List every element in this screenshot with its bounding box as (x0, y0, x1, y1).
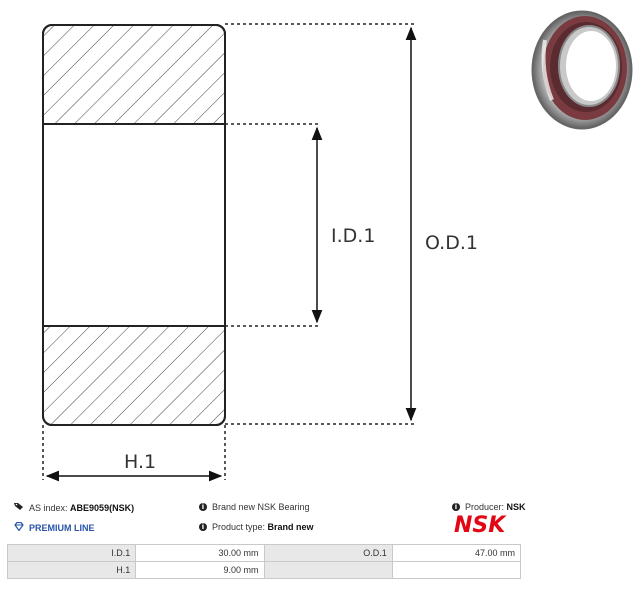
spec-key: H.1 (6, 561, 137, 579)
id-dimension-label: I.D.1 (331, 225, 375, 247)
nsk-brand-logo: NSK (454, 513, 506, 538)
tag-icon (14, 502, 24, 513)
product-type-info: i Product type: Brand new (199, 522, 314, 532)
spec-key (263, 561, 393, 579)
premium-line-label: PREMIUM LINE (29, 522, 95, 533)
lower-ring-hatch (44, 326, 224, 424)
info-icon: i (199, 503, 207, 511)
spec-value: 9.00 mm (135, 561, 265, 579)
spec-key: O.D.1 (263, 544, 393, 562)
info-icon: i (452, 503, 460, 511)
producer-info: i Producer: NSK (452, 502, 526, 512)
info-icon: i (199, 523, 207, 531)
spec-value (391, 561, 522, 579)
od-dimension-label: O.D.1 (425, 232, 478, 254)
specs-table: I.D.1 30.00 mm O.D.1 47.00 mm H.1 9.00 m… (6, 544, 522, 579)
table-row: I.D.1 30.00 mm O.D.1 47.00 mm (6, 544, 522, 562)
condition-text: Brand new NSK Bearing (212, 502, 310, 512)
h-dimension-label: H.1 (124, 451, 156, 473)
as-index-label: AS index: (29, 502, 68, 513)
producer-value: NSK (506, 502, 526, 512)
bearing-product-photo (525, 0, 643, 135)
spec-key: I.D.1 (6, 544, 137, 562)
extension-lines (42, 23, 414, 480)
spec-value: 30.00 mm (135, 544, 265, 562)
diamond-icon (14, 521, 24, 533)
as-index-value: ABE9059(NSK) (70, 502, 135, 513)
as-index-info: AS index: ABE9059(NSK) (14, 502, 134, 513)
producer-label: Producer: (465, 502, 505, 512)
upper-ring-hatch (44, 26, 224, 124)
table-row: H.1 9.00 mm (6, 561, 522, 579)
premium-line-badge: PREMIUM LINE (14, 521, 95, 533)
product-type-value: Brand new (267, 522, 314, 532)
spec-value: 47.00 mm (391, 544, 522, 562)
condition-info: i Brand new NSK Bearing (199, 502, 310, 512)
product-type-label: Product type: (212, 522, 266, 532)
bearing-cross-section-diagram: I.D.1 O.D.1 H.1 (42, 0, 643, 482)
